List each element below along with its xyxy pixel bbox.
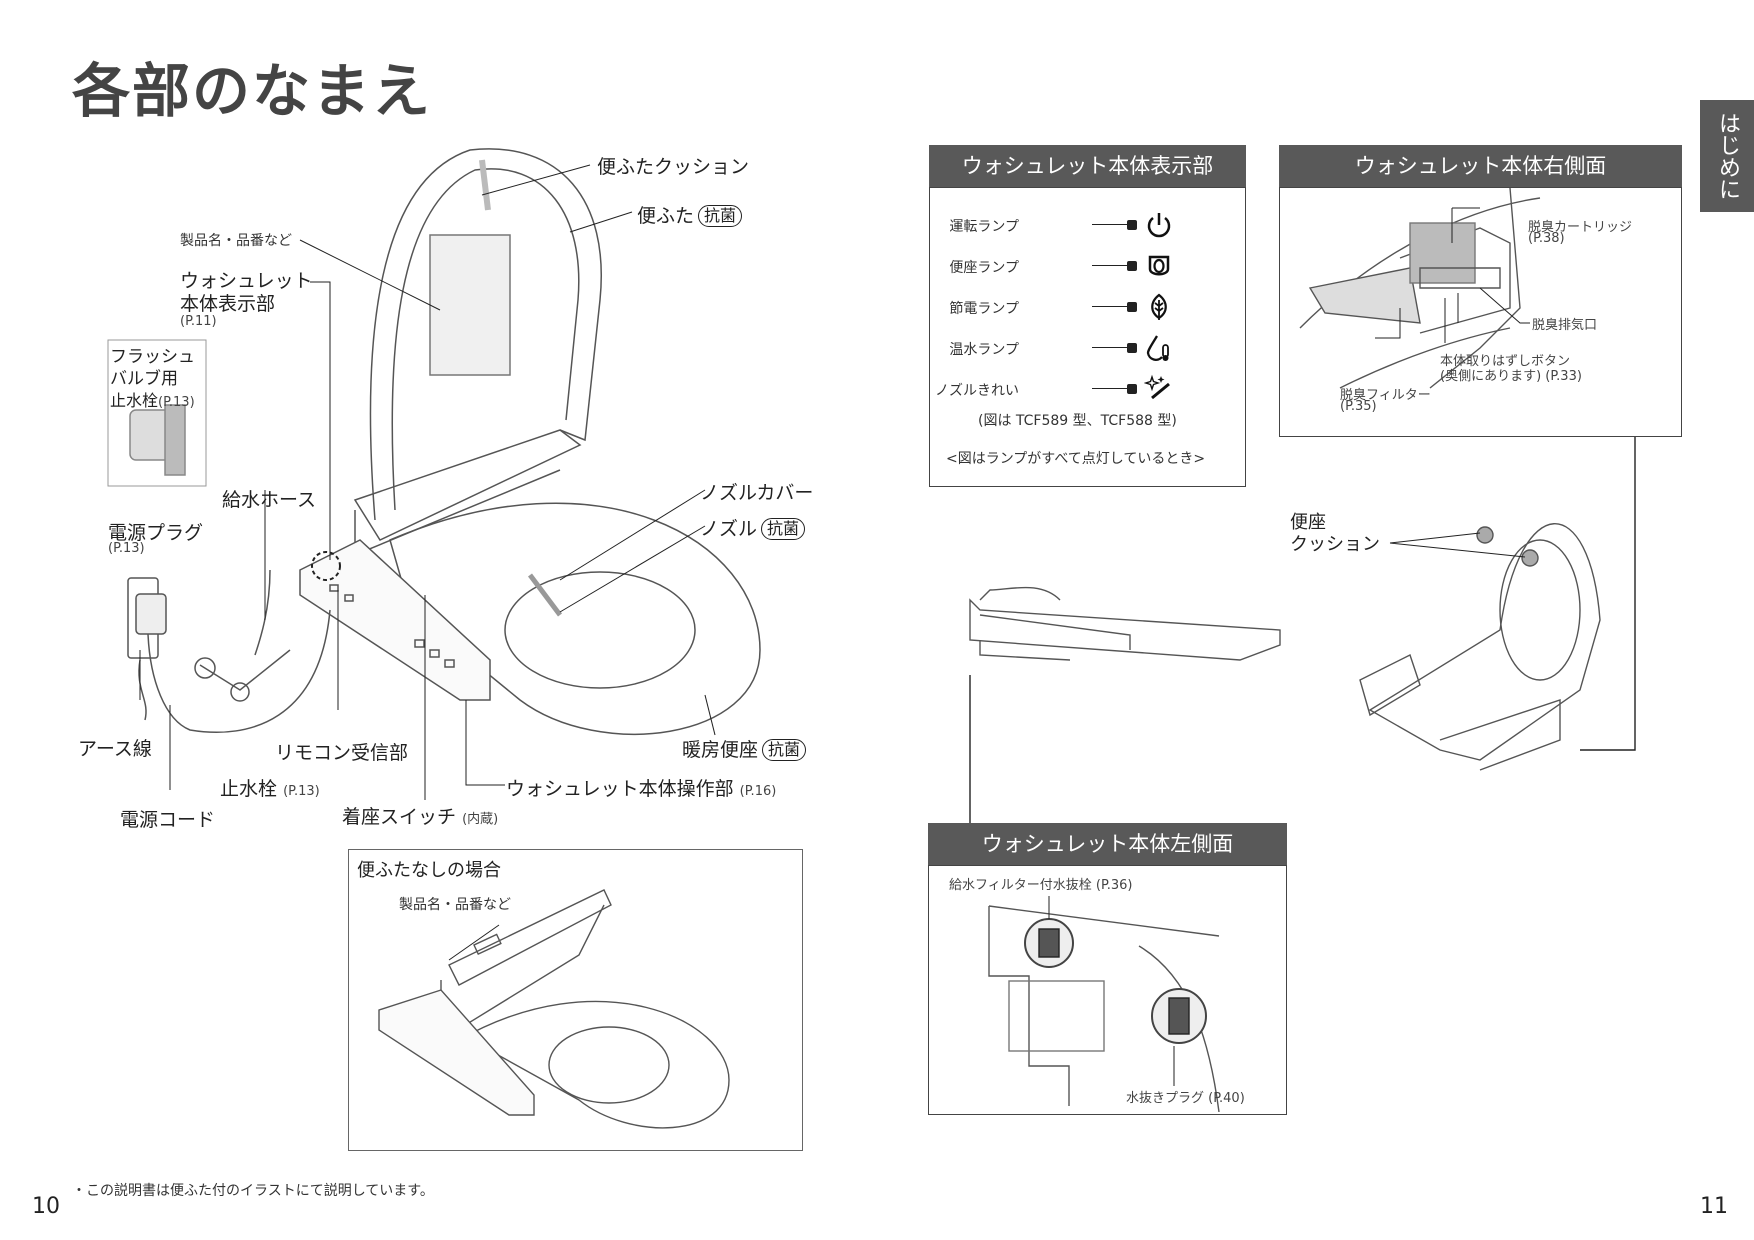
label-stop-valve: 止水栓 (P.13) — [220, 778, 320, 800]
lamp-row-nozzle: ノズルきれい — [930, 374, 1245, 404]
right-side-heading: ウォシュレット本体右側面 — [1279, 145, 1682, 187]
label-display-title-2: 本体表示部 — [180, 293, 276, 315]
footnote: ・この説明書は便ふた付のイラストにて説明しています。 — [72, 1183, 434, 1199]
lit-note: <図はランプがすべて点灯しているとき> — [946, 451, 1206, 467]
left-side-box: 給水フィルター付水抜栓 (P.36) 水抜きプラグ (P.40) — [928, 865, 1287, 1115]
antibacterial-badge: 抗菌 — [761, 518, 806, 540]
label-exhaust: 脱臭排気口 — [1532, 318, 1598, 333]
label-lid: 便ふた抗菌 — [637, 201, 743, 228]
seat-icon — [1148, 255, 1170, 276]
page-number-right: 11 — [1700, 1194, 1728, 1219]
label-product-name: 製品名・品番など — [180, 233, 292, 249]
lamp-row-power: 運転ランプ — [930, 210, 1245, 240]
antibacterial-badge: 抗菌 — [698, 205, 743, 227]
lamp-row-eco: 節電ランプ — [930, 292, 1245, 322]
left-side-illustration — [988, 896, 1220, 1112]
label-remote-receiver: リモコン受信部 — [275, 742, 409, 764]
label-power-plug: 電源プラグ — [108, 522, 204, 544]
label-deodorant-filter: 脱臭フィルター — [1340, 388, 1431, 403]
label-power-plug-ref: (P.13) — [108, 541, 145, 556]
label-flush-2: バルブ用 — [110, 369, 178, 389]
label-flush-3: 止水栓(P.13) — [110, 391, 195, 410]
lamp-label-seat: 便座ランプ — [949, 260, 1019, 276]
model-note: (図は TCF589 型、TCF588 型) — [978, 413, 1177, 429]
toilet-seat-illustration — [107, 148, 761, 800]
label-seat-switch: 着座スイッチ (内蔵) — [342, 806, 499, 828]
label-power-cord: 電源コード — [120, 809, 216, 831]
label-release-button-2: (奥側にあります) (P.33) — [1440, 369, 1582, 384]
label-deodorant-filter-ref: (P.35) — [1340, 399, 1377, 414]
lamp-row-water: 温水ランプ — [930, 333, 1245, 363]
no-lid-illustration — [378, 889, 730, 1129]
leaf-icon — [1151, 293, 1167, 320]
label-display-title-1: ウォシュレット — [180, 270, 313, 292]
label-lid-cushion: 便ふたクッション — [597, 156, 750, 178]
label-deodorant-cartridge: 脱臭カートリッジ — [1528, 220, 1633, 235]
page-number-left: 10 — [32, 1194, 60, 1219]
power-icon — [1147, 213, 1171, 238]
label-supply-hose: 給水ホース — [222, 489, 317, 511]
lamp-label-power: 運転ランプ — [949, 219, 1019, 235]
display-panel-box: 運転ランプ 便座ランプ 節電ランプ 温水ランプ ノズルきれい (図は TCF58… — [929, 187, 1246, 487]
lamp-label-water: 温水ランプ — [949, 342, 1019, 358]
nozzle-sparkle-icon — [1144, 374, 1170, 400]
right-side-illustration — [1299, 188, 1541, 389]
label-display-ref: (P.11) — [180, 314, 217, 329]
label-drain-valve: 給水フィルター付水抜栓 (P.36) — [949, 878, 1133, 893]
lamp-label-nozzle: ノズルきれい — [935, 383, 1019, 399]
label-seat-cushion-1: 便座 — [1290, 512, 1326, 533]
label-drain-plug: 水抜きプラグ (P.40) — [1126, 1091, 1245, 1106]
left-side-heading: ウォシュレット本体左側面 — [928, 823, 1287, 865]
label-deodorant-cartridge-ref: (P.38) — [1528, 231, 1565, 246]
label-operation-panel: ウォシュレット本体操作部 (P.16) — [506, 778, 777, 800]
page-title: 各部のなまえ — [72, 57, 433, 125]
lamp-row-seat: 便座ランプ — [930, 251, 1245, 281]
label-heated-seat: 暖房便座抗菌 — [682, 735, 807, 762]
lamp-label-eco: 節電ランプ — [949, 301, 1019, 317]
right-side-box: 脱臭カートリッジ (P.38) 脱臭排気口 本体取りはずしボタン (奥側にありま… — [1279, 187, 1682, 437]
label-earth-wire: アース線 — [78, 738, 152, 760]
no-lid-heading: 便ふたなしの場合 — [357, 860, 501, 881]
label-nozzle-cover: ノズルカバー — [700, 482, 814, 504]
label-flush-1: フラッシュ — [110, 347, 195, 367]
no-lid-product-name: 製品名・品番など — [399, 897, 511, 913]
label-release-button-1: 本体取りはずしボタン — [1440, 354, 1571, 369]
label-seat-cushion-2: クッション — [1290, 534, 1380, 555]
water-thermometer-icon — [1146, 335, 1169, 361]
unit-views-illustration — [969, 437, 1636, 823]
section-tab[interactable]: はじめに — [1700, 100, 1754, 212]
antibacterial-badge: 抗菌 — [762, 739, 807, 761]
label-nozzle: ノズル抗菌 — [700, 514, 806, 541]
display-panel-heading: ウォシュレット本体表示部 — [929, 145, 1246, 187]
no-lid-box: 便ふたなしの場合 製品名・品番など — [348, 849, 803, 1151]
